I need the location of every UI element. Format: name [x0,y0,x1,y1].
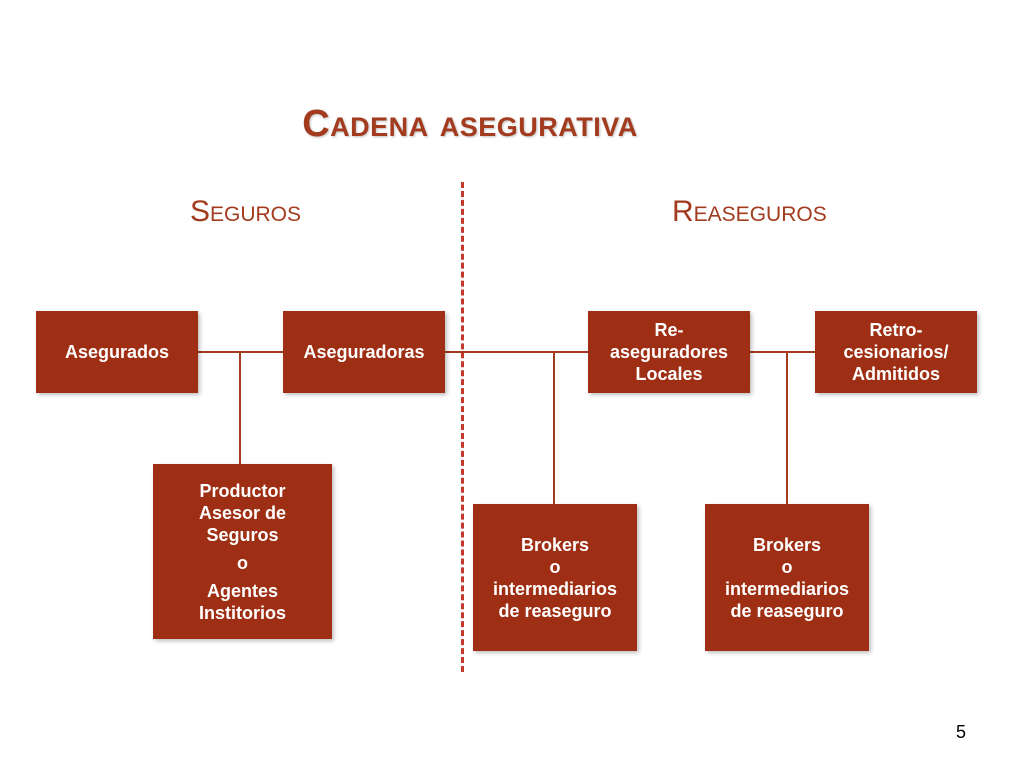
node-text-line: o [781,556,793,577]
node-text-line: Productor [199,480,286,501]
connector-reaseguradores-retrocesionarios [750,351,815,353]
node-text-line: o [549,556,561,577]
node-asegurados: Asegurados [36,311,198,393]
node-text-line: Seguros [206,524,279,545]
node-text-line: intermediarios [492,578,618,599]
node-text-line: Asegurados [64,342,170,362]
connector-to-brokers-1 [553,351,555,504]
node-text-line: Retro- [869,320,923,340]
node-text-line: de reaseguro [730,600,844,621]
connector-to-brokers-2 [786,351,788,504]
node-text-line: Admitidos [852,364,940,384]
node-text-line: Locales [635,364,703,384]
node-text-line: Re- [654,320,684,340]
node-text-line: intermediarios [724,578,850,599]
node-text-line: Asesor de [198,502,287,523]
node-text-line: de reaseguro [498,600,612,621]
connector-to-productor [239,351,241,464]
node-retrocesionarios-admitidos: Retro-cesionarios/Admitidos [815,311,977,393]
node-text-line: Agentes [206,580,278,601]
connector-aseguradoras-reaseguradores [445,351,588,353]
page-number: 5 [955,722,966,742]
node-text-line: aseguradores [609,342,729,362]
node-text-line: Institorios [198,602,286,623]
node-text-line: Brokers [752,534,822,555]
section-divider [461,182,464,672]
section-heading-reaseguros: Reaseguros [672,195,827,228]
slide-title: Cadena asegurativa [302,103,638,145]
node-text-line: Aseguradoras [303,342,425,362]
node-text-line: cesionarios/ [843,342,949,362]
section-heading-seguros: Seguros [190,195,302,228]
node-text-line: Brokers [520,534,590,555]
node-aseguradoras: Aseguradoras [283,311,445,393]
node-text-line: o [237,552,248,573]
